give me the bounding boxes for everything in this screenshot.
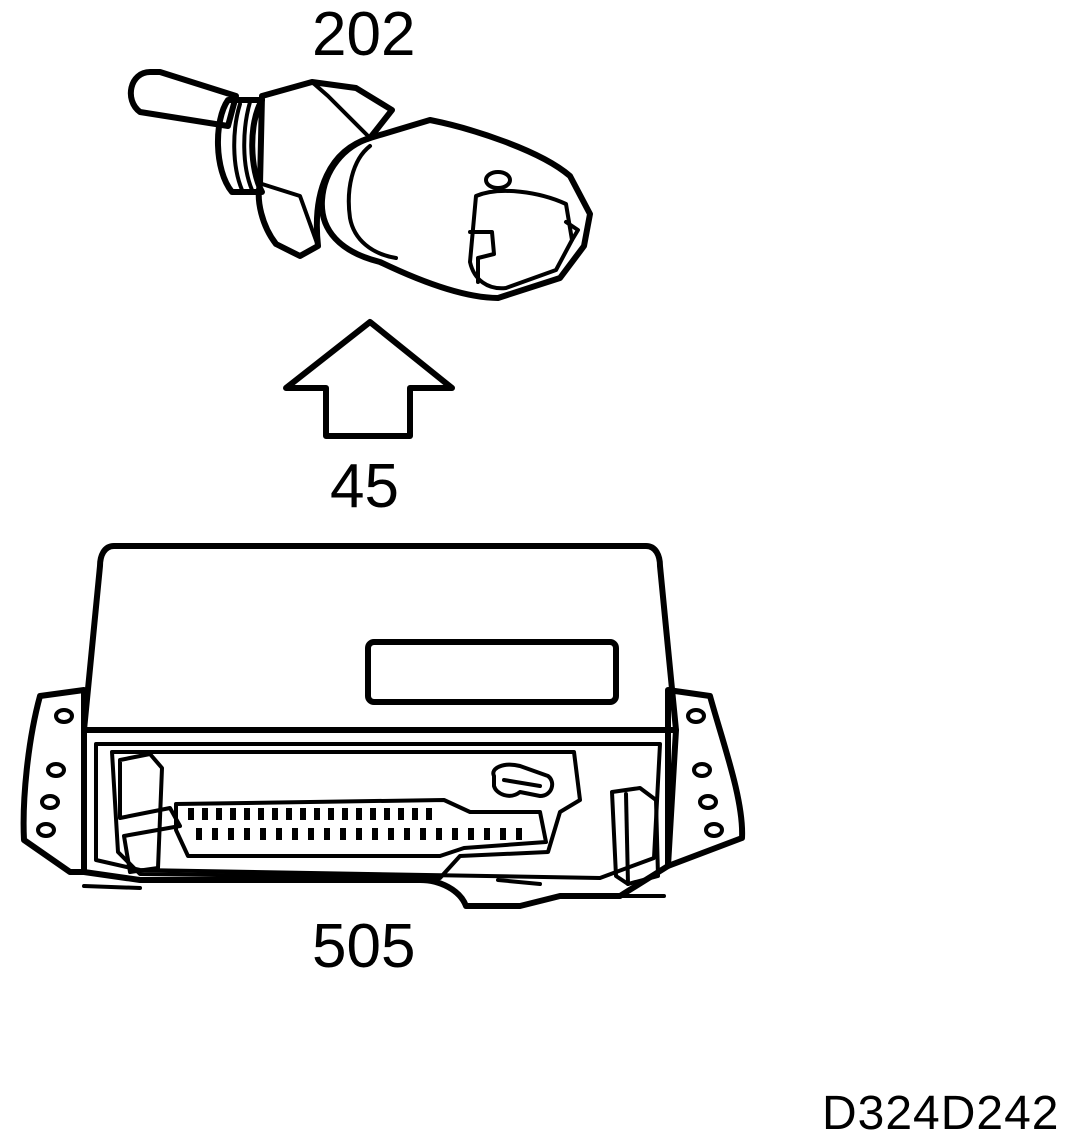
right-mounting-flange [665,687,746,869]
sensor-thread-line-1 [232,102,244,192]
right-flange-hole-3 [698,794,718,810]
connector-right-block [610,786,660,886]
connector-screw [491,762,555,798]
left-flange-hole-4 [36,822,56,838]
control-unit-inner-rim [94,742,662,880]
sensor-connector-seam [346,144,398,260]
right-flange-hole-4 [704,822,724,838]
sensor-connector-body [318,117,593,301]
temperature-sensor [128,69,593,301]
sensor-latch-tab [564,220,580,242]
sensor-connector-face [468,189,574,291]
label-control-unit-number: 505 [312,912,416,981]
base-foot-left [82,884,142,890]
right-flange-hole-1 [686,708,706,724]
connector-screw-slot [502,778,542,788]
connector-right-block-line [624,792,630,886]
drawing-code: D324D242 [822,1087,1060,1140]
sensor-thread-line-2 [242,100,254,192]
connector-pin-block [174,798,548,858]
connector-pins-top-row [188,808,432,820]
sensor-nut-edge [260,182,320,248]
left-flange-hole-2 [46,762,66,778]
left-mounting-flange [20,687,87,875]
sensor-connector-hole [484,170,512,190]
up-arrow [283,319,455,439]
left-flange-hole-1 [54,708,74,724]
sensor-latch [468,230,496,284]
label-sensor-number: 202 [312,0,416,69]
label-arrow-number: 45 [330,452,399,521]
control-unit-label-window [365,639,619,705]
control-unit [20,543,746,909]
sensor-nut-edge-2 [310,80,372,140]
right-flange-hole-2 [692,762,712,778]
sensor-thread [214,97,265,195]
connector-clip-left [118,752,182,874]
connector-pins-bottom-row [196,828,522,840]
base-mark [496,878,542,886]
sensor-probe [128,69,239,129]
left-flange-hole-3 [40,794,60,810]
